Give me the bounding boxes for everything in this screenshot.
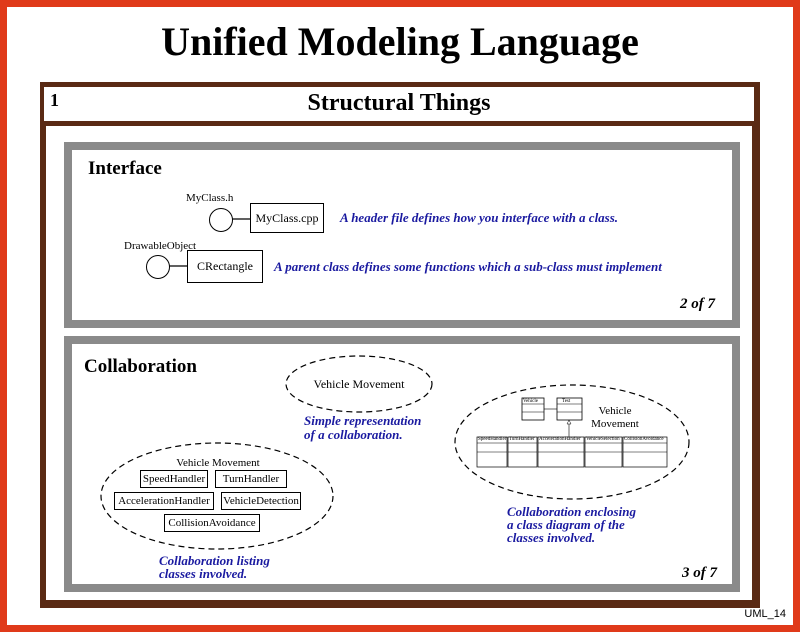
- class-box-accelerationhandler: AccelerationHandler: [114, 492, 214, 510]
- collaboration-enclosing-note-line3: classes involved.: [507, 530, 596, 545]
- class-box-collisionavoidance: CollisionAvoidance: [164, 514, 260, 532]
- collaboration-enclosing-note-line2: a class diagram of the: [507, 517, 625, 532]
- collaboration-enclosing-note-line1: Collaboration enclosing: [507, 504, 636, 519]
- collaboration-page-indicator: 3 of 7: [682, 565, 717, 581]
- mini-class-turnhandler: TurnHandler: [509, 437, 535, 442]
- mini-class-row: [476, 436, 668, 468]
- slide-number: 1: [50, 90, 59, 110]
- collaboration-ellipse-listing: [100, 442, 334, 550]
- interface-page-indicator: 2 of 7: [680, 296, 715, 312]
- collaboration-simple-note-line2: of a collaboration.: [304, 427, 403, 442]
- collaboration-listing-note-line2: classes involved.: [159, 566, 248, 581]
- interface-name-myclass-h: MyClass.h: [186, 192, 234, 204]
- interface-lollipop-icon: [146, 255, 170, 279]
- interface-name-drawableobject: DrawableObject: [124, 240, 197, 252]
- collaboration-ellipse-simple: [285, 355, 433, 413]
- interface-note-1: A header file defines how you interface …: [340, 210, 619, 225]
- slide-title: Unified Modeling Language: [161, 19, 639, 64]
- collaboration-simple-note-line1: Simple representation: [304, 413, 422, 428]
- mini-class-vehicle: Vehicle: [523, 399, 538, 404]
- interface-title: Interface: [88, 158, 162, 179]
- class-box-turnhandler: TurnHandler: [215, 470, 287, 488]
- interface-lollipop-icon: [209, 208, 233, 232]
- collaboration-enclosing-name-line2: Movement: [591, 418, 639, 430]
- board-header: [44, 87, 754, 121]
- collaboration-title: Collaboration: [84, 356, 197, 377]
- interface-note-2: A parent class defines some functions wh…: [274, 259, 662, 274]
- class-box-speedhandler: SpeedHandler: [140, 470, 208, 488]
- mini-class-vehicleselection: VehicleSelection: [586, 437, 620, 442]
- class-box-myclass-cpp: MyClass.cpp: [250, 203, 324, 233]
- mini-class-speedhandler: SpeedHandler: [478, 437, 507, 442]
- section-title: Structural Things: [307, 90, 491, 116]
- mini-class-test: Test: [562, 399, 571, 404]
- collaboration-listing-name: Vehicle Movement: [176, 457, 260, 469]
- collaboration-listing-note-line1: Collaboration listing: [159, 553, 270, 568]
- class-box-vehicledetection: VehicleDetection: [221, 492, 301, 510]
- mini-class-accelerationhandler: AccelerationHandler: [539, 437, 581, 442]
- interface-panel: [72, 150, 732, 320]
- collaboration-simple-name: Vehicle Movement: [313, 377, 405, 391]
- class-box-crectangle: CRectangle: [187, 250, 263, 283]
- footer-code: UML_14: [744, 608, 786, 620]
- collaboration-enclosing-name-line1: Vehicle: [598, 405, 632, 417]
- mini-class-collisionavoidance: CollisionAvoidance: [624, 437, 664, 442]
